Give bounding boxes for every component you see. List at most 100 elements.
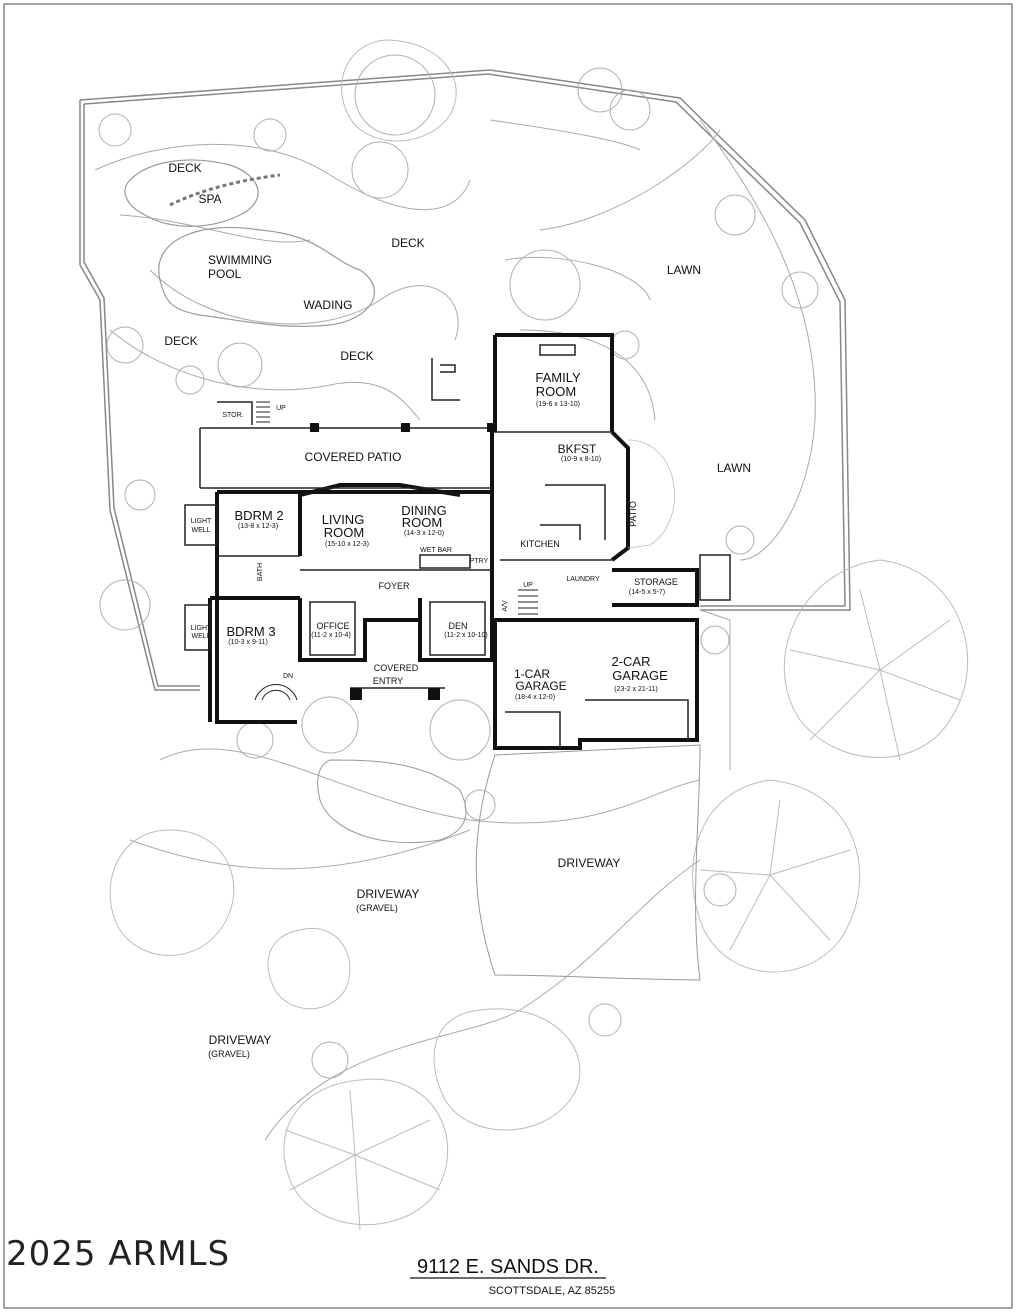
tree	[714, 194, 756, 236]
label-deck-4: DECK	[340, 349, 373, 363]
label-driveway-gravel-2-sub: (GRAVEL)	[208, 1049, 250, 1059]
label-stor: STOR.	[222, 412, 243, 419]
watermark: 2025 ARMLS	[6, 1234, 230, 1274]
label-den: DEN	[448, 621, 467, 631]
tree	[175, 365, 205, 395]
patio-columns	[310, 423, 496, 700]
label-av: A/V	[502, 600, 509, 612]
label-living: LIVING	[322, 512, 365, 527]
label-dining: DINING	[401, 503, 447, 518]
interior-walls	[184, 344, 731, 748]
column	[350, 688, 362, 700]
column	[310, 423, 319, 432]
label-driveway-gravel-1-sub: (GRAVEL)	[356, 903, 398, 913]
label-light-well-1b: WELL	[191, 527, 210, 534]
tree	[99, 579, 151, 631]
label-dn: DN	[283, 673, 293, 680]
label-light-well-2a: LIGHT	[191, 625, 212, 632]
tree	[700, 625, 730, 655]
landscape-trees	[98, 54, 819, 1079]
label-spa: SPA	[198, 192, 221, 206]
address-city: SCOTTSDALE, AZ 85255	[489, 1285, 616, 1297]
tree	[610, 330, 640, 360]
label-bdrm-3: BDRM 3	[226, 624, 275, 639]
column	[401, 423, 410, 432]
tree	[217, 342, 263, 388]
tree	[124, 479, 156, 511]
tree	[253, 118, 287, 152]
tree	[781, 271, 819, 309]
tree	[311, 1041, 349, 1079]
label-wading: WADING	[304, 298, 353, 312]
address-street: 9112 E. SANDS DR.	[417, 1256, 599, 1278]
room-labels: FAMILY ROOM (19-6 x 13-10) STOR. UP COVE…	[191, 370, 678, 701]
label-living-room: ROOM	[324, 525, 364, 540]
tree	[609, 89, 651, 131]
page-frame	[3, 3, 1013, 1309]
label-light-well-1a: LIGHT	[191, 518, 212, 525]
label-lawn-1: LAWN	[667, 263, 701, 277]
tree	[509, 249, 581, 321]
dim-office: (11-2 x 10-4)	[311, 632, 351, 639]
tree	[703, 873, 737, 907]
label-kitchen: KITCHEN	[520, 539, 560, 549]
label-pool: POOL	[208, 267, 242, 281]
label-patio: PATIO	[628, 501, 638, 527]
label-up-1: UP	[276, 405, 286, 412]
dim-family-room: (19-6 x 13-10)	[536, 401, 580, 408]
label-deck-1: DECK	[168, 161, 201, 175]
label-dining-room: ROOM	[402, 515, 442, 530]
label-deck-3: DECK	[164, 334, 197, 348]
label-1-car-garage: GARAGE	[515, 679, 566, 693]
label-1-car: 1-CAR	[514, 667, 550, 681]
dim-1-car-garage: (18-4 x 12-0)	[515, 694, 555, 701]
driveway-labels: DRIVEWAY DRIVEWAY (GRAVEL) DRIVEWAY (GRA…	[208, 856, 620, 1059]
tree	[236, 721, 274, 759]
label-deck-2: DECK	[391, 236, 424, 250]
tree	[98, 113, 132, 147]
label-office: OFFICE	[317, 621, 350, 631]
label-family: FAMILY	[535, 370, 581, 385]
label-storage: STORAGE	[634, 577, 678, 587]
label-family-room: ROOM	[536, 384, 576, 399]
label-swimming: SWIMMING	[208, 253, 272, 267]
label-covered: COVERED	[374, 663, 419, 673]
dim-dining: (14-3 x 12-0)	[404, 530, 444, 537]
label-up-2: UP	[523, 582, 533, 589]
label-laundry: LAUNDRY	[566, 576, 600, 583]
driveways	[317, 744, 701, 981]
tree	[588, 1003, 622, 1037]
label-light-well-2b: WELL	[191, 633, 210, 640]
pool-area	[124, 159, 375, 327]
label-2-car-garage: GARAGE	[612, 668, 668, 683]
landscape-plant-clusters	[109, 39, 969, 1231]
label-driveway-gravel-2: DRIVEWAY	[209, 1033, 272, 1047]
label-lawn-2: LAWN	[717, 461, 751, 475]
column	[487, 423, 496, 432]
tree	[106, 326, 144, 364]
stairs	[254, 401, 538, 701]
dim-den: (11-2 x 10-10)	[444, 632, 487, 639]
label-bath: BATH	[257, 563, 264, 581]
label-driveway-gravel-1: DRIVEWAY	[357, 887, 420, 901]
label-foyer: FOYER	[378, 581, 410, 591]
dim-living: (15-10 x 12-3)	[325, 541, 369, 548]
label-ptry: PTRY	[470, 558, 489, 565]
dim-storage: (14-5 x 5-7)	[629, 589, 665, 596]
property-wall	[79, 69, 851, 691]
house-walls	[208, 333, 699, 750]
side-patio	[627, 439, 675, 549]
address-block: 9112 E. SANDS DR. SCOTTSDALE, AZ 85255	[410, 1256, 615, 1297]
label-entry: ENTRY	[373, 676, 403, 686]
site-labels: DECK SPA SWIMMING POOL WADING DECK DECK …	[164, 161, 751, 475]
dim-bdrm-3: (10-3 x 9-11)	[228, 639, 268, 646]
tree	[354, 54, 436, 136]
dim-bdrm-2: (13-8 x 12-3)	[238, 523, 278, 530]
tree	[429, 699, 491, 761]
tree	[351, 141, 409, 199]
label-bdrm-2: BDRM 2	[234, 508, 283, 523]
dim-bkfst: (10-9 x 8-10)	[561, 456, 601, 463]
label-driveway-main: DRIVEWAY	[558, 856, 621, 870]
tree	[725, 525, 755, 555]
